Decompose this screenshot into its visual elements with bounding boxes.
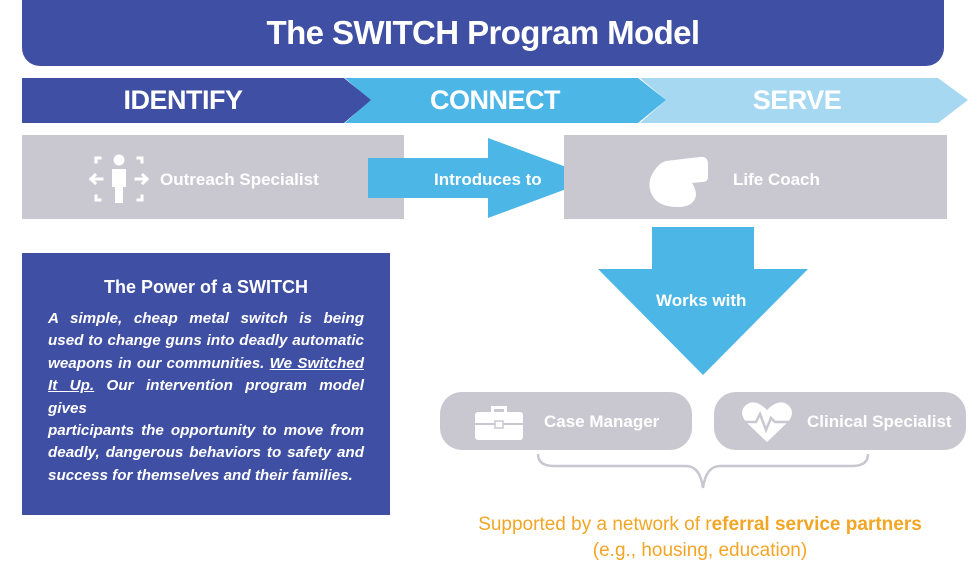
case-manager-label: Case Manager: [544, 412, 660, 431]
power-text: weapons in our communities.: [48, 354, 265, 372]
support-prefix: Supported by a network of r: [478, 514, 712, 535]
connect-chevron: [345, 78, 666, 123]
outreach-person-icon: [88, 154, 150, 203]
serve-chevron: [640, 78, 968, 123]
support-line-1: Supported by a network of referral servi…: [440, 512, 960, 538]
power-body: A simple, cheap metal switch is being us…: [48, 308, 364, 487]
power-line: It Up. Our intervention program model gi…: [48, 375, 364, 420]
power-text: Our intervention program model gives: [48, 377, 364, 417]
outreach-specialist-box: [22, 135, 404, 219]
briefcase-icon: [475, 406, 523, 440]
header-divider: [22, 66, 944, 76]
stage-connect: CONNECT: [430, 85, 561, 115]
support-note: Supported by a network of referral servi…: [440, 512, 960, 564]
power-line: weapons in our communities. We Switched: [48, 353, 364, 375]
life-coach-box: [564, 135, 947, 219]
stage-serve: SERVE: [752, 85, 842, 115]
stage-identify: IDENTIFY: [123, 85, 243, 115]
works-with-arrow: [598, 227, 808, 375]
heart-pulse-icon: [742, 402, 792, 442]
introduces-arrow: [368, 138, 596, 218]
whistle-icon: [649, 156, 708, 207]
brace-icon: [536, 453, 870, 489]
power-line: used to change guns into deadly automati…: [48, 332, 364, 350]
power-title: The Power of a SWITCH: [103, 277, 308, 297]
outreach-specialist-label: Outreach Specialist: [160, 170, 319, 189]
introduces-label: Introduces to: [434, 170, 542, 189]
power-line: deadly, dangerous behaviors to safety an…: [48, 444, 364, 462]
life-coach-label: Life Coach: [733, 170, 820, 189]
switched-emphasis: We Switched: [269, 354, 364, 372]
switched-emphasis-cont: It Up.: [48, 377, 95, 395]
works-with-label: Works with: [656, 291, 747, 310]
clinical-specialist-label: Clinical Specialist: [807, 412, 952, 431]
support-bold: eferral service partners: [711, 514, 922, 535]
support-line-2: (e.g., housing, education): [592, 540, 808, 561]
power-line: A simple, cheap metal switch is being: [48, 310, 364, 327]
power-of-switch-panel: The Power of a SWITCH A simple, cheap me…: [22, 253, 390, 515]
power-line: success for themselves and their familie…: [48, 466, 353, 484]
power-line: participants the opportunity to move fro…: [48, 422, 364, 440]
diagram-title: The SWITCH Program Model: [22, 0, 944, 66]
identify-chevron: [22, 78, 371, 123]
